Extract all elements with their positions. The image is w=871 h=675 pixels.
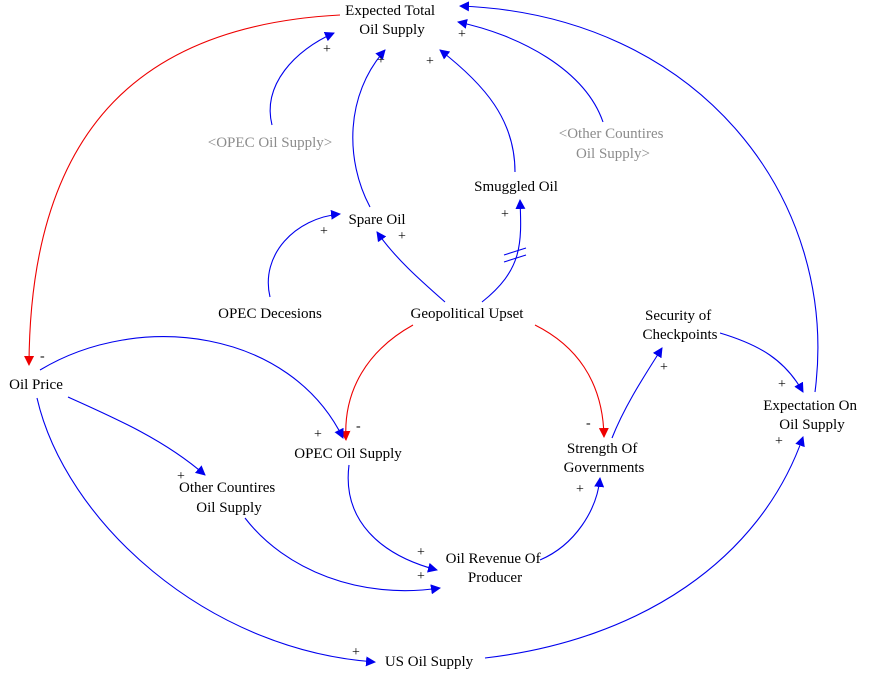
node-label-line: Expectation On (763, 398, 857, 414)
node-oil-price[interactable]: Oil Price (9, 377, 63, 393)
link-opecdec-to-spare (267, 209, 341, 298)
node-label-line: Producer (468, 570, 522, 586)
node-other-countires-oil-supply[interactable]: Other Countires Oil Supply (179, 480, 279, 516)
node-label-line: Oil Supply (196, 500, 262, 516)
link-geo-to-strength (534, 324, 609, 438)
link-otherShadow-to-expected (457, 18, 604, 123)
node-us-oil-supply[interactable]: US Oil Supply (385, 654, 474, 670)
link-opecshadow-to-expected (269, 32, 335, 126)
link-otherSupply-to-revenue (244, 517, 441, 595)
polarity-sign: + (426, 54, 434, 69)
polarity-sign: + (775, 434, 783, 449)
node-other-countires-oil-supply-shadow[interactable]: <Other Countires Oil Supply> (559, 126, 667, 162)
node-label-line: <Other Countires (559, 126, 664, 142)
node-geopolitical-upset[interactable]: Geopolitical Upset (411, 306, 525, 322)
node-label-line: OPEC Decesions (218, 306, 322, 322)
node-label-line: OPEC Oil Supply (294, 446, 402, 462)
node-label-line: Oil Revenue Of (446, 551, 541, 567)
link-us-to-expectation (484, 436, 805, 659)
link-expected-to-oilprice (24, 14, 341, 366)
node-security-of-checkpoints[interactable]: Security of Checkpoints (643, 308, 718, 343)
node-label-line: Checkpoints (643, 327, 718, 343)
delay-mark (503, 247, 527, 256)
polarity-sign: + (778, 377, 786, 392)
node-oil-revenue-of-producer[interactable]: Oil Revenue Of Producer (446, 551, 545, 586)
link-oilprice-to-us (36, 397, 376, 667)
node-label-line: Smuggled Oil (474, 179, 558, 195)
node-expected-total-oil-supply[interactable]: Expected Total Oil Supply (345, 3, 439, 38)
polarity-sign: - (356, 419, 361, 434)
node-expectation-on-oil-supply[interactable]: Expectation On Oil Supply (763, 398, 860, 433)
links (24, 1, 819, 667)
polarity-sign: + (320, 224, 328, 239)
polarity-sign: - (40, 349, 45, 364)
node-label-line: Oil Supply> (576, 146, 650, 162)
link-opecsupply-to-revenue (347, 464, 438, 573)
link-expectation-to-expected (459, 1, 819, 393)
node-label-line: <OPEC Oil Supply> (208, 135, 332, 151)
link-spare-to-expected (352, 49, 386, 208)
link-geo-to-spare (376, 231, 446, 303)
polarity-sign: + (660, 360, 668, 375)
polarity-sign: + (417, 569, 425, 584)
polarity-sign: + (458, 27, 466, 42)
node-label-line: Governments (564, 460, 645, 476)
polarity-sign: + (314, 427, 322, 442)
polarity-sign: + (576, 482, 584, 497)
link-strength-to-security (611, 347, 663, 439)
link-revenue-to-strength (539, 477, 605, 561)
node-label-line: US Oil Supply (385, 654, 474, 670)
node-opec-oil-supply[interactable]: OPEC Oil Supply (294, 446, 402, 462)
polarity-sign: + (501, 207, 509, 222)
link-security-to-expectation (719, 332, 804, 393)
variables: Expected Total Oil Supply <OPEC Oil Supp… (9, 3, 860, 670)
link-geo-to-opecsupply (340, 324, 414, 441)
node-label-line: Oil Price (9, 377, 63, 393)
node-smuggled-oil[interactable]: Smuggled Oil (474, 179, 558, 195)
node-opec-oil-supply-shadow[interactable]: <OPEC Oil Supply> (208, 135, 332, 151)
polarity-signs: - + + + + + + + - + - + + + + + + + + (40, 27, 786, 660)
node-label-line: Spare Oil (348, 212, 405, 228)
link-smuggled-to-expected (439, 49, 516, 173)
delay-mark (503, 254, 527, 263)
polarity-sign: + (352, 645, 360, 660)
polarity-sign: + (417, 545, 425, 560)
polarity-sign: + (398, 229, 406, 244)
node-label-line: Security of (645, 308, 711, 324)
link-geo-to-smuggled (481, 199, 526, 303)
node-label-line: Oil Supply (779, 417, 845, 433)
node-label-line: Expected Total (345, 3, 435, 19)
node-label-line: Geopolitical Upset (411, 306, 525, 322)
polarity-sign: - (586, 416, 591, 431)
link-oilprice-to-opecsupply (39, 336, 344, 439)
node-label-line: Other Countires (179, 480, 275, 496)
polarity-sign: + (177, 469, 185, 484)
polarity-sign: + (377, 53, 385, 68)
node-label-line: Oil Supply (359, 22, 425, 38)
node-spare-oil[interactable]: Spare Oil (348, 212, 405, 228)
node-strength-of-governments[interactable]: Strength Of Governments (564, 441, 645, 476)
link-oilprice-to-otherSupply (67, 396, 206, 476)
node-label-line: Strength Of (567, 441, 637, 457)
polarity-sign: + (323, 42, 331, 57)
node-opec-decesions[interactable]: OPEC Decesions (218, 306, 322, 322)
